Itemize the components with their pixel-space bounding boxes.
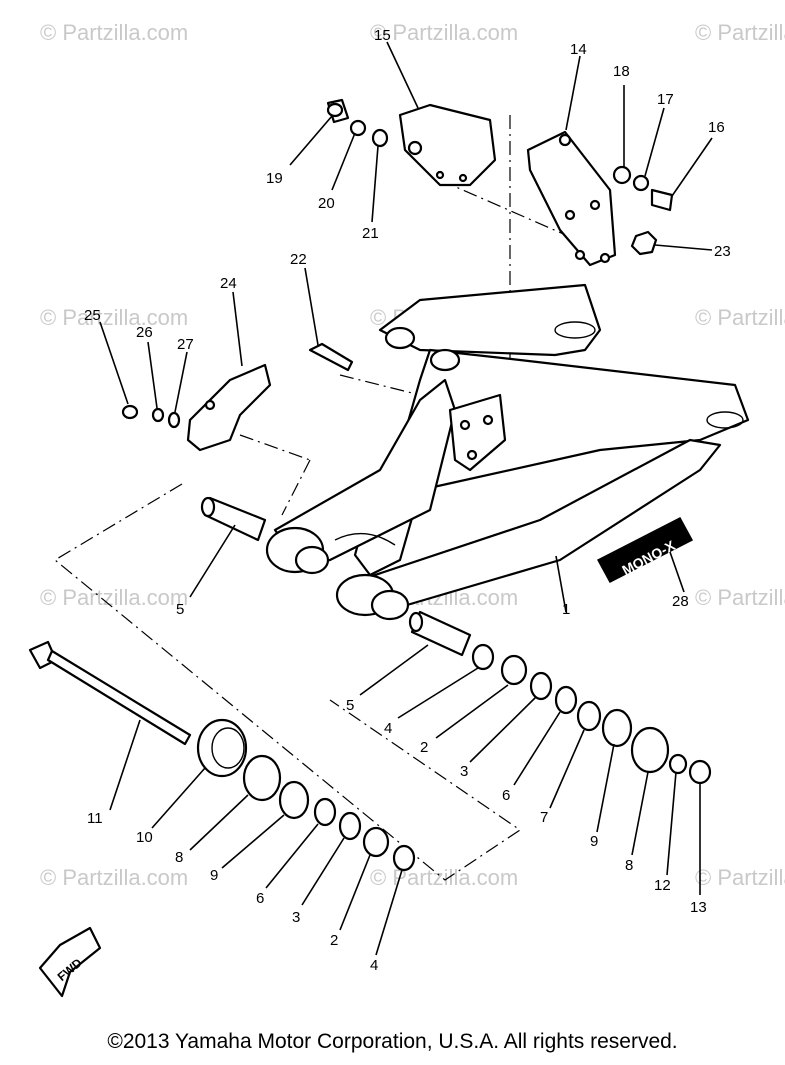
- callout-19: 19: [266, 170, 283, 187]
- watermark: © Partzilla.com: [695, 305, 785, 330]
- callout-14: 14: [570, 41, 587, 58]
- swingarm: [265, 283, 750, 621]
- collars: [200, 496, 472, 657]
- brake-bracket: [121, 363, 272, 452]
- callout-20: 20: [318, 195, 335, 212]
- watermark: © Partzilla.com: [695, 585, 785, 610]
- callout-13: 13: [690, 899, 707, 916]
- callout-24: 24: [220, 275, 237, 292]
- callout-10: 10: [136, 829, 153, 846]
- callout-25: 25: [84, 307, 101, 324]
- callout-11: 11: [87, 810, 103, 827]
- watermark: © Partzilla.com: [40, 585, 188, 610]
- copyright-notice: ©2013 Yamaha Motor Corporation, U.S.A. A…: [107, 1030, 678, 1053]
- callout-16: 16: [708, 119, 725, 136]
- bearing-stack-left: [196, 718, 416, 872]
- callout-5: 5: [176, 601, 184, 618]
- callout-9: 9: [210, 867, 218, 884]
- callout-6: 6: [256, 890, 264, 907]
- callout-4: 4: [384, 720, 392, 737]
- callout-6: 6: [502, 787, 510, 804]
- watermark: © Partzilla.com: [695, 865, 785, 890]
- callout-1: 1: [562, 601, 570, 618]
- watermark: © Partzilla.com: [40, 20, 188, 45]
- watermark: © Partzilla.com: [370, 20, 518, 45]
- callout-27: 27: [177, 336, 194, 353]
- callout-17: 17: [657, 91, 674, 108]
- callout-2: 2: [420, 739, 428, 756]
- bearing-stack-right: [471, 643, 712, 785]
- callout-4: 4: [370, 957, 378, 974]
- callout-5: 5: [346, 697, 354, 714]
- watermark: © Partzilla.com: [695, 20, 785, 45]
- callout-labels: 1 2 2 3 3 4 4 5 5 6 6 7 8 8 9 9 10 11 12…: [84, 27, 731, 974]
- callout-3: 3: [460, 763, 468, 780]
- callout-8: 8: [175, 849, 183, 866]
- callout-15: 15: [374, 27, 391, 44]
- callout-3: 3: [292, 909, 300, 926]
- link-plate: [526, 130, 617, 267]
- assembly-guide-lines: [53, 115, 601, 881]
- bracket: [398, 103, 497, 187]
- callout-21: 21: [362, 225, 379, 242]
- fwd-arrow-icon: FWD: [38, 926, 102, 998]
- watermark: © Partzilla.com: [40, 305, 188, 330]
- callout-2: 2: [330, 932, 338, 949]
- leader-lines: [99, 41, 713, 956]
- callout-26: 26: [136, 324, 153, 341]
- callout-23: 23: [714, 243, 731, 260]
- callout-18: 18: [613, 63, 630, 80]
- callout-28: 28: [672, 593, 689, 610]
- callout-7: 7: [540, 809, 548, 826]
- watermark: © Partzilla.com: [370, 865, 518, 890]
- callout-9: 9: [590, 833, 598, 850]
- hardware-top: [308, 98, 674, 372]
- callout-22: 22: [290, 251, 307, 268]
- pivot-shaft: [28, 640, 192, 746]
- callout-8: 8: [625, 857, 633, 874]
- watermark: © Partzilla.com: [40, 865, 188, 890]
- callout-12: 12: [654, 877, 671, 894]
